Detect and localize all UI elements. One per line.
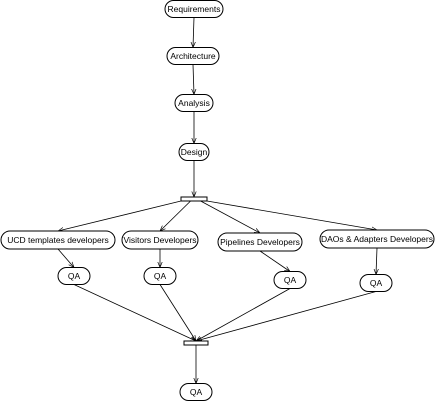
- node-requirements: Requirements: [164, 0, 224, 18]
- node-label: QA: [154, 271, 167, 281]
- node-qa-final: QA: [179, 383, 213, 401]
- node-label: Design: [181, 147, 208, 157]
- node-qa-daos: QA: [359, 274, 393, 292]
- edge-fork-bar-to-ucd-dev: [58, 200, 182, 231]
- edge-architecture-to-analysis: [193, 64, 194, 95]
- node-qa-pipelines: QA: [273, 271, 307, 289]
- join-bar: [183, 340, 209, 346]
- node-label: Requirements: [168, 4, 221, 14]
- node-shape: [319, 229, 435, 249]
- edge-qa-visitors-to-join-bar: [159, 284, 196, 342]
- node-label: Pipelines Developers: [220, 237, 300, 247]
- edge-fork-bar-to-visitors-dev: [160, 200, 191, 231]
- node-architecture: Architecture: [166, 47, 220, 65]
- node-shape: [217, 232, 303, 252]
- edge-qa-pipelines-to-join-bar: [196, 288, 291, 342]
- node-qa-ucd: QA: [57, 267, 91, 285]
- node-label: QA: [190, 387, 203, 397]
- node-label: DAOs & Adapters Developers: [321, 234, 433, 244]
- node-shape: [359, 274, 393, 292]
- edge-pipelines-dev-to-qa-pipelines: [259, 250, 290, 272]
- bars-layer: [180, 196, 209, 346]
- node-ucd-dev: UCD templates developers: [0, 230, 116, 250]
- node-shape: [273, 271, 307, 289]
- node-shape: [164, 0, 224, 18]
- node-shape: [178, 143, 210, 161]
- edges-layer: [57, 17, 377, 384]
- node-design: Design: [178, 143, 210, 161]
- node-label: QA: [68, 271, 81, 281]
- edge-requirements-to-architecture: [193, 17, 194, 48]
- node-pipelines-dev: Pipelines Developers: [217, 232, 303, 252]
- node-shape: [121, 230, 199, 250]
- node-shape: [57, 267, 91, 285]
- node-shape: [179, 383, 213, 401]
- edge-qa-ucd-to-join-bar: [73, 284, 196, 342]
- node-label: Analysis: [178, 98, 210, 108]
- edge-qa-daos-to-join-bar: [196, 291, 377, 342]
- node-visitors-dev: Visitors Developers: [121, 230, 199, 250]
- edge-ucd-dev-to-qa-ucd: [57, 248, 74, 268]
- edge-fork-bar-to-daos-dev: [206, 200, 377, 230]
- node-shape: [143, 267, 177, 285]
- node-shape: [0, 230, 116, 250]
- node-label: Visitors Developers: [123, 235, 196, 245]
- node-daos-dev: DAOs & Adapters Developers: [319, 229, 435, 249]
- edge-daos-dev-to-qa-daos: [376, 247, 377, 275]
- node-shape: [174, 94, 214, 112]
- node-analysis: Analysis: [174, 94, 214, 112]
- node-label: Architecture: [170, 51, 216, 61]
- node-qa-visitors: QA: [143, 267, 177, 285]
- edge-fork-bar-to-pipelines-dev: [200, 200, 260, 233]
- node-shape: [166, 47, 220, 65]
- fork-bar: [180, 196, 208, 202]
- node-label: QA: [284, 275, 297, 285]
- node-label: QA: [370, 278, 383, 288]
- node-label: UCD templates developers: [7, 235, 109, 245]
